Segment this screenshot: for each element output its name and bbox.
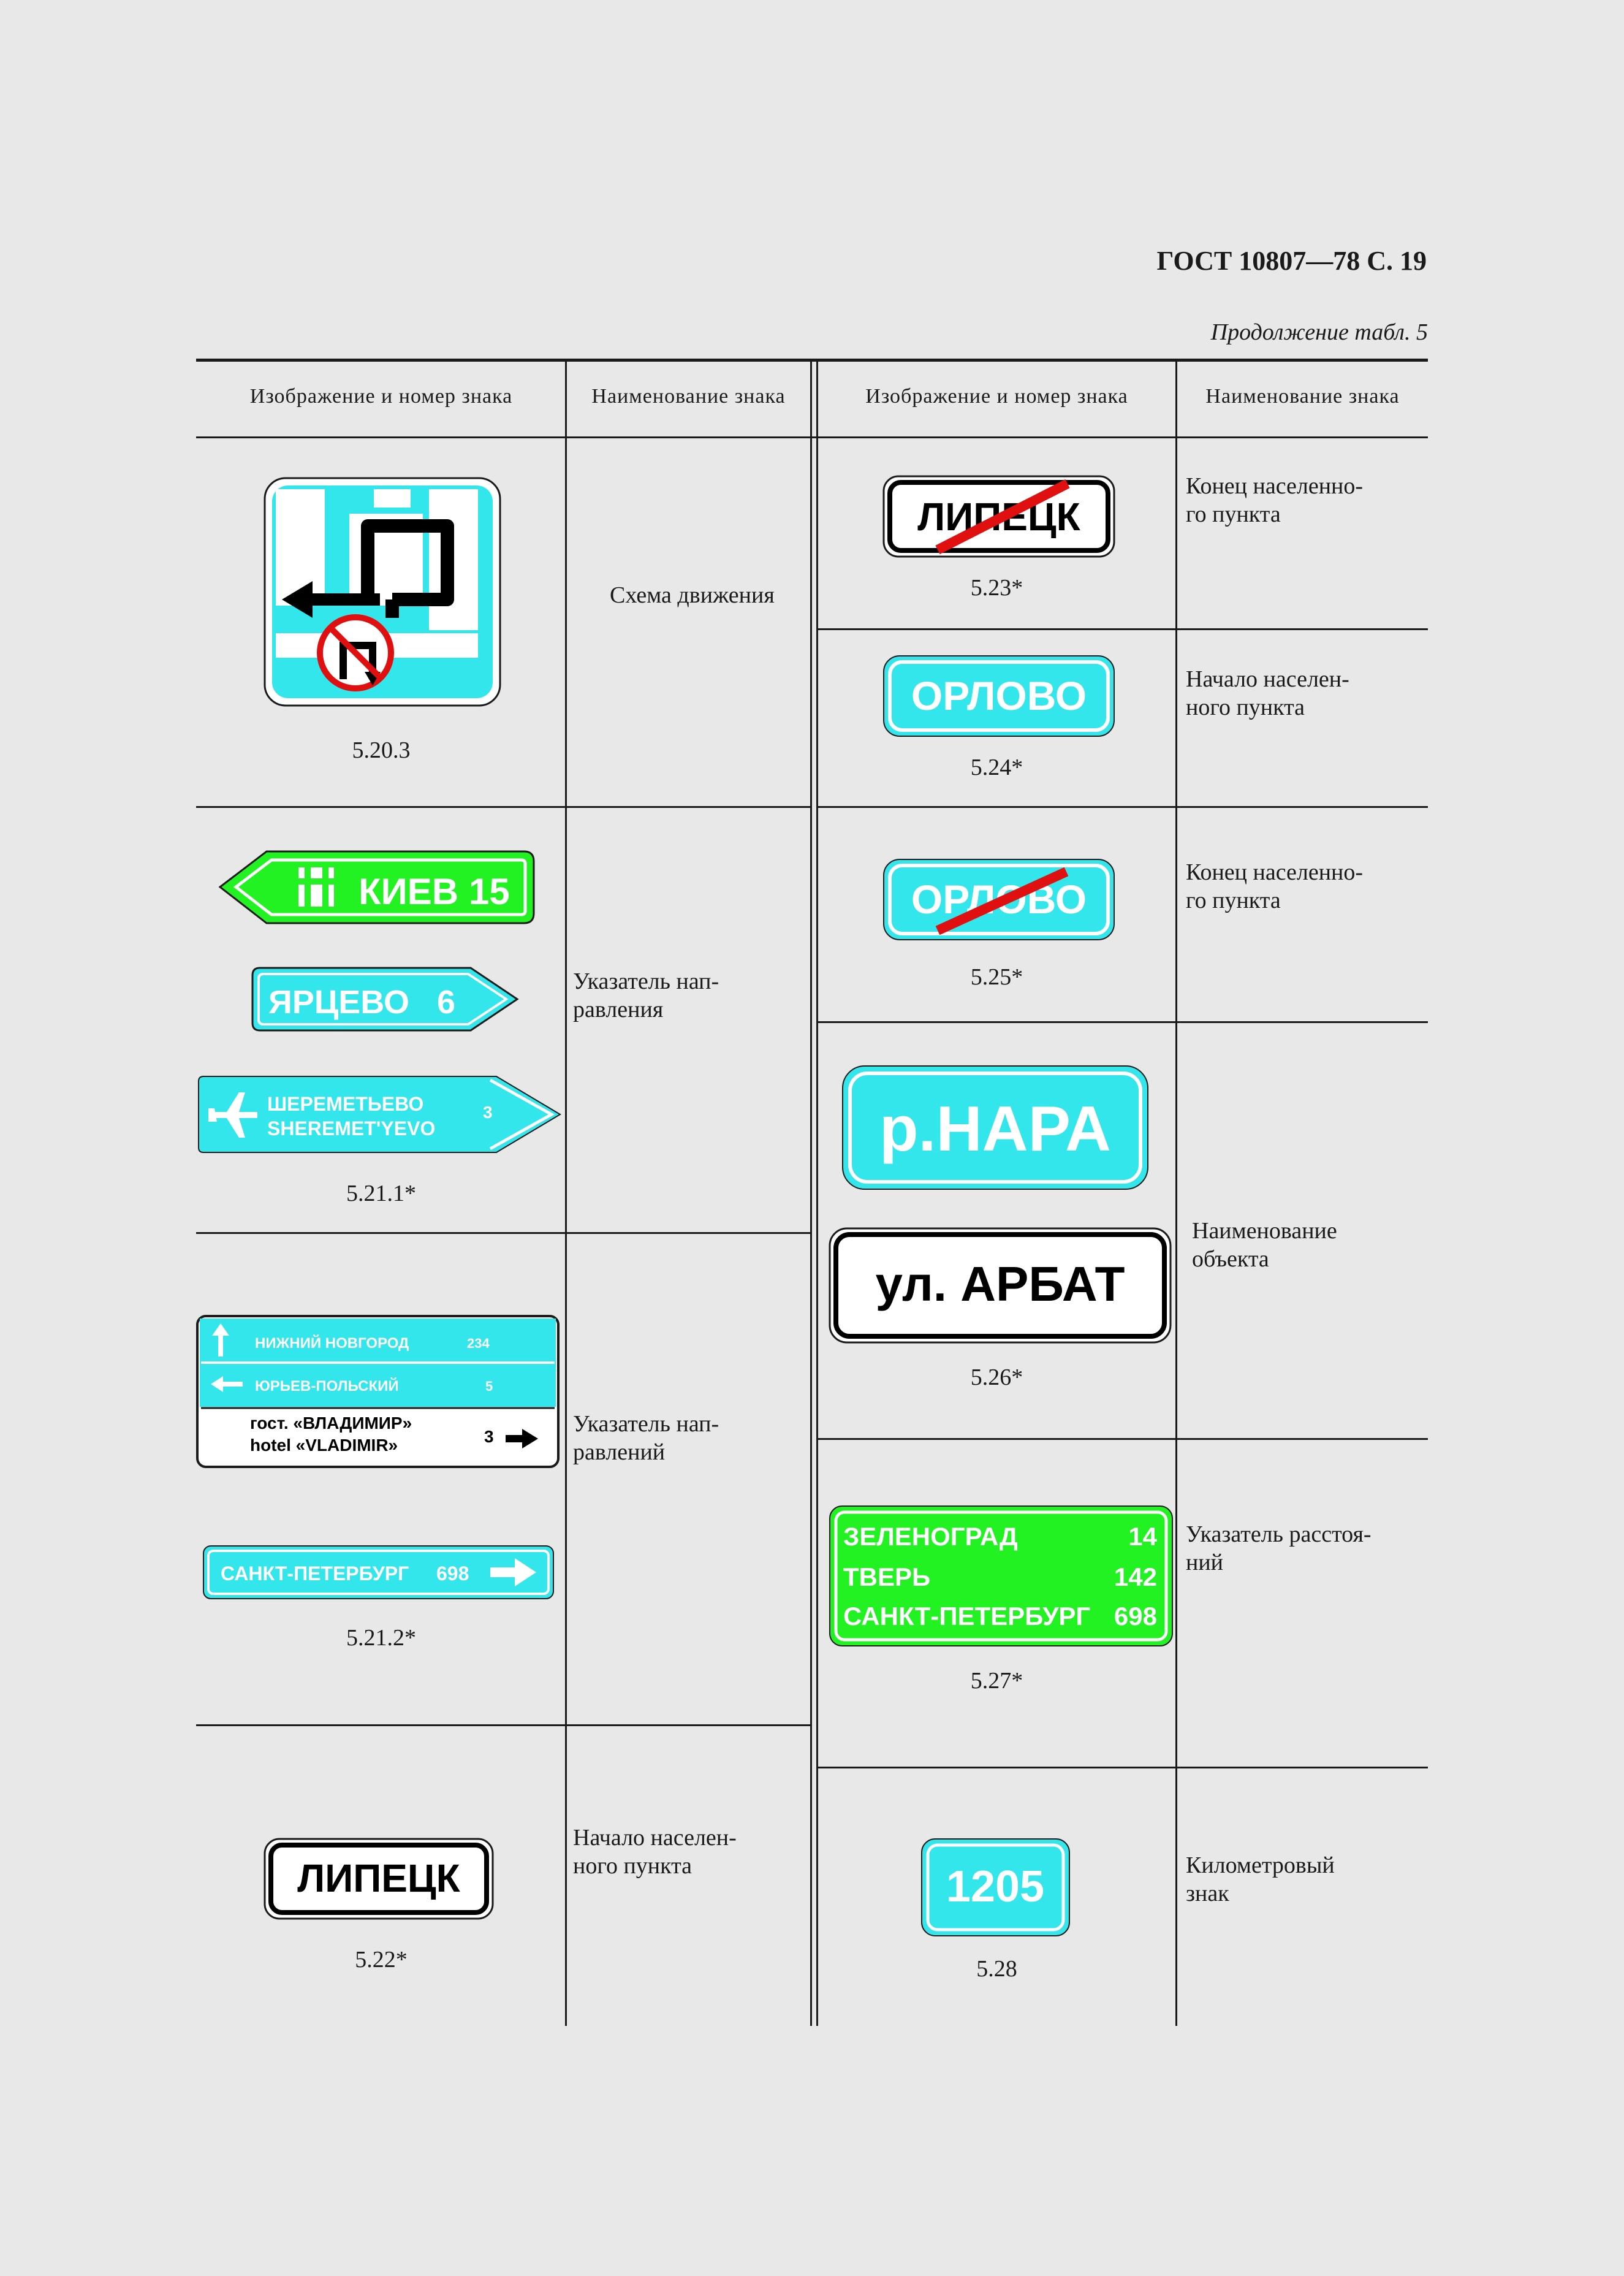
arrow-left-icon bbox=[211, 1376, 243, 1392]
sign-direction-yartsevo: ЯРЦЕВО 6 bbox=[251, 967, 519, 1032]
colhead-image-left: Изображение и номер знака bbox=[249, 385, 513, 408]
sign-distance: ЗЕЛЕНОГРАД 14 ТВЕРЬ 142 САНКТ-ПЕТЕРБУРГ … bbox=[829, 1505, 1173, 1646]
right-row-sep bbox=[818, 1767, 1428, 1768]
sign-number-5-23: 5.23* bbox=[970, 575, 1023, 601]
sign-direction-panel: НИЖНИЙ НОВГОРОД 234 ЮРЬЕВ-ПОЛЬСКИЙ 5 гос… bbox=[196, 1315, 560, 1468]
sign-number-5-24: 5.24* bbox=[970, 755, 1023, 780]
sign-name-5-20-3: Схема движения bbox=[610, 582, 775, 608]
sheremetyevo-en: SHEREMET'YEVO bbox=[267, 1117, 435, 1140]
distance-row2-text: ТВЕРЬ bbox=[843, 1562, 930, 1591]
left-row-sep bbox=[196, 806, 812, 808]
lipetsk-text: ЛИПЕЦК bbox=[297, 1856, 460, 1900]
sign-kilometer: 1205 bbox=[921, 1838, 1070, 1936]
col-divider-3 bbox=[1175, 360, 1177, 2026]
distance-row2-num: 142 bbox=[1114, 1562, 1157, 1591]
sign-name-5-25: Конец населенно- го пункта bbox=[1186, 859, 1364, 913]
arrow-right-icon bbox=[506, 1429, 538, 1448]
distance-row3-num: 698 bbox=[1114, 1602, 1157, 1631]
kiev-num: 15 bbox=[469, 871, 510, 912]
table-header-rule bbox=[196, 436, 1428, 438]
arrow-right-icon bbox=[490, 1558, 536, 1586]
sign-name-5-23: Конец населенно- го пункта bbox=[1186, 473, 1364, 527]
sign-number-5-22: 5.22* bbox=[355, 1947, 408, 1973]
right-row-sep bbox=[818, 806, 1428, 808]
col-divider-2a bbox=[810, 360, 812, 2026]
sign-direction-sheremetyevo: ШЕРЕМЕТЬЕВО SHEREMET'YEVO 3 bbox=[198, 1076, 561, 1153]
sign-settlement-end-lipetsk: ЛИПЕЦК bbox=[882, 475, 1115, 558]
sign-object-arbat: ул. АРБАТ bbox=[829, 1227, 1172, 1344]
sign-object-nara: р.НАРА bbox=[842, 1065, 1148, 1190]
sheremetyevo-num: 3 bbox=[483, 1103, 493, 1122]
colhead-name-left: Наименование знака bbox=[591, 385, 786, 408]
sheremetyevo-ru: ШЕРЕМЕТЬЕВО bbox=[267, 1093, 423, 1115]
sign-number-5-26: 5.26* bbox=[970, 1364, 1023, 1390]
sign-direction-spb: САНКТ-ПЕТЕРБУРГ 698 bbox=[203, 1545, 554, 1599]
end-strike-line bbox=[935, 867, 1069, 935]
nara-text: р.НАРА bbox=[879, 1094, 1111, 1165]
panel-row2-text: ЮРЬЕВ-ПОЛЬСКИЙ bbox=[255, 1377, 399, 1395]
sign-settlement-start-lipetsk: ЛИПЕЦК bbox=[264, 1838, 494, 1920]
orlovo-text: ОРЛОВО bbox=[911, 673, 1087, 718]
table-continuation-label: Продолжение табл. 5 bbox=[1210, 319, 1428, 345]
colhead-name-right: Наименование знака bbox=[1205, 385, 1400, 408]
yartsevo-text: ЯРЦЕВО bbox=[268, 984, 409, 1021]
right-row-sep bbox=[818, 1021, 1428, 1023]
page-header: ГОСТ 10807—78 С. 19 bbox=[1156, 246, 1427, 276]
arbat-text: ул. АРБАТ bbox=[876, 1257, 1125, 1311]
sign-settlement-end-orlovo: ОРЛОВО bbox=[883, 859, 1115, 940]
right-row-sep bbox=[818, 628, 1428, 630]
panel-row2-num: 5 bbox=[485, 1379, 493, 1394]
table-top-rule bbox=[196, 359, 1428, 362]
panel-row3-en: hotel «VLADIMIR» bbox=[250, 1436, 398, 1455]
distance-row1-num: 14 bbox=[1128, 1522, 1157, 1551]
distance-row1-text: ЗЕЛЕНОГРАД bbox=[843, 1522, 1018, 1551]
right-row-sep bbox=[818, 1438, 1428, 1440]
panel-row3-num: 3 bbox=[484, 1427, 494, 1446]
yartsevo-num: 6 bbox=[437, 984, 455, 1021]
sign-name-5-28: Километровый знак bbox=[1186, 1852, 1335, 1906]
col-divider-1 bbox=[565, 360, 567, 2026]
sign-name-5-21-1: Указатель нап- равления bbox=[573, 969, 719, 1022]
panel-row1-text: НИЖНИЙ НОВГОРОД bbox=[255, 1334, 409, 1352]
sign-name-5-26: Наименование объекта bbox=[1192, 1218, 1337, 1272]
sign-number-5-28: 5.28 bbox=[976, 1956, 1017, 1982]
sign-number-5-21-2: 5.21.2* bbox=[346, 1625, 416, 1651]
airplane-icon bbox=[208, 1092, 257, 1138]
sign-name-5-21-2: Указатель нап- равлений bbox=[573, 1411, 719, 1465]
sign-number-5-21-1: 5.21.1* bbox=[346, 1181, 416, 1206]
sign-direction-kiev: КИЕВ 15 bbox=[218, 850, 535, 924]
panel-row3-ru: гост. «ВЛАДИМИР» bbox=[250, 1414, 412, 1433]
left-row-sep bbox=[196, 1232, 812, 1234]
left-row-sep bbox=[196, 1724, 812, 1726]
spb-num: 698 bbox=[436, 1562, 469, 1585]
sign-traffic-scheme bbox=[264, 477, 501, 707]
colhead-image-right: Изображение и номер знака bbox=[865, 385, 1128, 408]
highway-icon bbox=[298, 867, 334, 907]
sign-number-5-20-3: 5.20.3 bbox=[352, 737, 411, 763]
sign-name-5-24: Начало населен- ного пункта bbox=[1186, 666, 1349, 720]
end-strike-line bbox=[935, 479, 1070, 555]
km-text: 1205 bbox=[946, 1862, 1044, 1911]
col-divider-2b bbox=[816, 360, 818, 2026]
distance-row3-text: САНКТ-ПЕТЕРБУРГ bbox=[843, 1602, 1090, 1631]
spb-text: САНКТ-ПЕТЕРБУРГ bbox=[221, 1562, 409, 1585]
sign-name-5-27: Указатель расстоя- ний bbox=[1186, 1521, 1372, 1575]
panel-row1-num: 234 bbox=[467, 1336, 490, 1351]
sign-name-5-22: Начало населен- ного пункта bbox=[573, 1825, 737, 1879]
kiev-text: КИЕВ bbox=[359, 871, 458, 912]
sign-number-5-25: 5.25* bbox=[970, 964, 1023, 990]
arrow-up-icon bbox=[212, 1323, 229, 1357]
sign-settlement-start-orlovo: ОРЛОВО bbox=[883, 655, 1115, 737]
sign-number-5-27: 5.27* bbox=[970, 1668, 1023, 1694]
